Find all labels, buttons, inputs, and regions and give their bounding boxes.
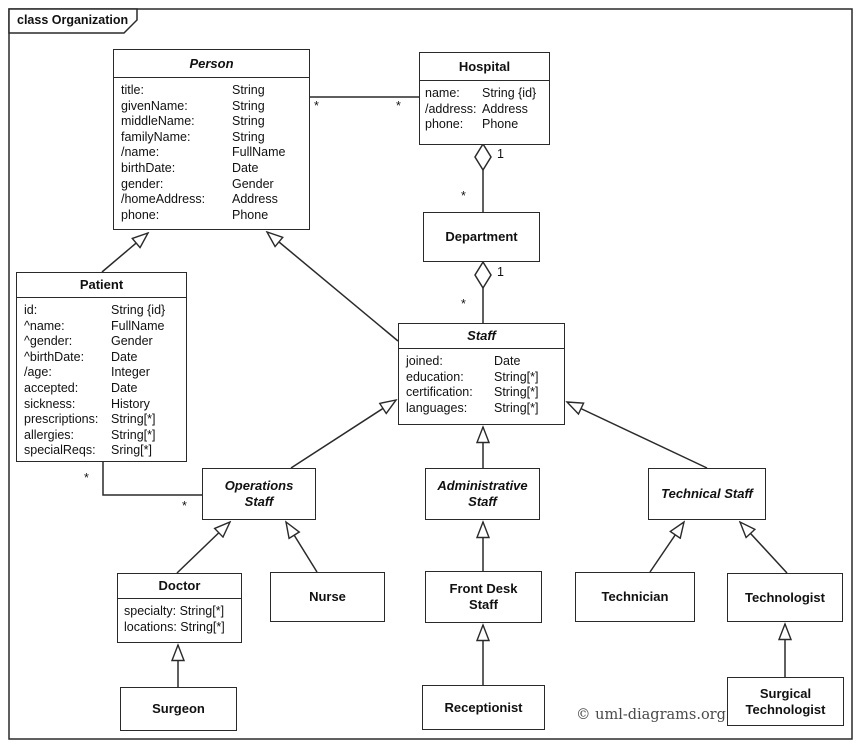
- class-title: Front Desk Staff: [449, 581, 518, 612]
- attribute-row: phone:Phone: [121, 207, 269, 222]
- class-hospital: Hospital name:String {id}/address:Addres…: [419, 52, 550, 145]
- class-title: Technical Staff: [661, 486, 753, 501]
- class-title: Hospital: [458, 59, 511, 74]
- class-surgeon: Surgeon: [120, 687, 237, 731]
- class-operations-staff: Operations Staff: [202, 468, 316, 520]
- attribute-row: joined:Date: [406, 354, 521, 368]
- frame-title-tab: [8, 8, 138, 34]
- attribute-row: title:String: [121, 83, 265, 97]
- class-technologist: Technologist: [727, 573, 843, 622]
- attribute-row: familyName:String: [121, 129, 265, 144]
- attribute-row: allergies:String[*]: [24, 427, 156, 442]
- copyright-text: © uml-diagrams.org: [576, 707, 726, 723]
- frame-border: [8, 8, 853, 740]
- class-title: Patient: [79, 277, 124, 292]
- multiplicity-label: *: [84, 471, 89, 485]
- attribute-row: /address:Address: [425, 101, 528, 116]
- class-attributes: id:String {id}^name:FullName^gender:Gend…: [17, 297, 186, 459]
- class-technical-staff: Technical Staff: [648, 468, 766, 520]
- class-patient: Patient id:String {id}^name:FullName^gen…: [16, 272, 187, 462]
- class-title: Doctor: [158, 578, 201, 593]
- class-title: Staff: [467, 328, 496, 343]
- multiplicity-label: 1: [497, 265, 504, 279]
- class-department: Department: [423, 212, 540, 262]
- attribute-row: specialReqs:Sring[*]: [24, 443, 152, 458]
- attribute-row: sickness:History: [24, 396, 150, 411]
- aggregation-diamond-hospital: [474, 142, 492, 172]
- class-title: Operations Staff: [224, 478, 294, 509]
- generalization-staff-person: [267, 232, 399, 342]
- multiplicity-label: *: [182, 499, 187, 513]
- class-title: Surgeon: [152, 701, 205, 716]
- multiplicity-label: *: [314, 99, 319, 113]
- attribute-row: prescriptions:String[*]: [24, 412, 156, 427]
- attribute-row: /homeAddress:Address: [121, 192, 278, 207]
- attribute-row: /name:FullName: [121, 145, 286, 160]
- generalization-technologist-technical: [740, 522, 788, 574]
- class-surgical-technologist: Surgical Technologist: [727, 677, 844, 726]
- class-title: Receptionist: [444, 699, 523, 715]
- attribute-row: certification:String[*]: [406, 385, 539, 400]
- attribute-row: ^birthDate:Date: [24, 349, 138, 364]
- class-attributes: specialty: String[*]locations: String[*]: [118, 598, 241, 635]
- class-title: Technologist: [745, 589, 825, 605]
- class-title: Person: [189, 56, 234, 71]
- attribute-row: givenName:String: [121, 98, 265, 113]
- class-administrative-staff: Administrative Staff: [425, 468, 540, 520]
- attribute-row: ^name:FullName: [24, 318, 165, 333]
- attribute-row: birthDate:Date: [121, 160, 259, 175]
- multiplicity-label: *: [461, 297, 466, 311]
- generalization-technician-technical: [649, 522, 684, 573]
- generalization-operations-staff: [290, 400, 396, 469]
- class-front-desk-staff: Front Desk Staff: [425, 571, 542, 623]
- class-title: Technician: [601, 589, 669, 604]
- attribute-row: /age:Integer: [24, 365, 150, 380]
- attribute-row: accepted:Date: [24, 380, 138, 395]
- attribute-row: specialty: String[*]: [124, 604, 225, 618]
- generalization-technical-staff: [567, 402, 708, 469]
- diagram-title: class Organization: [17, 13, 129, 27]
- class-doctor: Doctor specialty: String[*]locations: St…: [117, 573, 242, 643]
- attribute-row: id:String {id}: [24, 303, 166, 317]
- generalization-nurse-operations: [286, 522, 318, 573]
- attribute-row: ^gender:Gender: [24, 334, 153, 349]
- multiplicity-label: *: [396, 99, 401, 113]
- attribute-row: gender:Gender: [121, 176, 274, 191]
- class-title: Surgical Technologist: [745, 685, 826, 717]
- aggregation-diamond-department: [474, 260, 492, 290]
- class-technician: Technician: [575, 572, 695, 622]
- class-title: Department: [445, 229, 518, 244]
- attribute-row: languages:String[*]: [406, 400, 539, 415]
- attribute-row: locations: String[*]: [124, 619, 225, 634]
- attribute-row: middleName:String: [121, 114, 265, 129]
- generalization-doctor-operations: [176, 522, 230, 574]
- class-title: Administrative Staff: [437, 478, 528, 509]
- attribute-row: education:String[*]: [406, 369, 539, 384]
- class-nurse: Nurse: [270, 572, 385, 622]
- class-title: Nurse: [309, 589, 346, 604]
- attribute-row: name:String {id}: [425, 86, 537, 100]
- multiplicity-label: 1: [497, 147, 504, 161]
- generalization-patient-person: [101, 233, 148, 273]
- association-patient-operations-staff: [102, 461, 202, 496]
- multiplicity-label: *: [461, 189, 466, 203]
- attribute-row: phone:Phone: [425, 117, 519, 132]
- class-receptionist: Receptionist: [422, 685, 545, 730]
